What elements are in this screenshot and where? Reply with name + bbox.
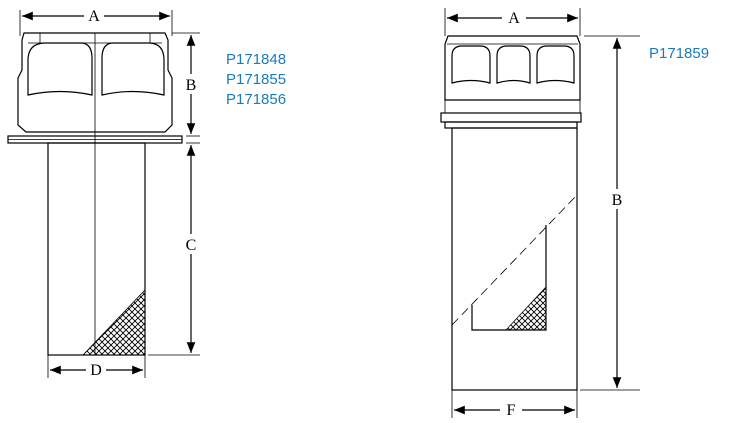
right-dimension-a: A [508, 10, 520, 27]
right-tube [451, 127, 578, 391]
left-dimension-d: D [90, 362, 102, 379]
left-cap-lobe-right [101, 42, 165, 96]
left-cap [17, 32, 173, 133]
left-filter-drawing: A B C D [7, 8, 200, 379]
left-mesh [82, 289, 146, 356]
right-dimension-f: F [507, 402, 516, 419]
left-dimension-a: A [88, 8, 100, 25]
right-dimension-b: B [612, 192, 623, 209]
right-collar [440, 112, 582, 123]
right-mesh [505, 285, 547, 331]
left-part-number-3: P171856 [226, 91, 286, 108]
left-part-number-1: P171848 [226, 51, 286, 68]
left-part-number-2: P171855 [226, 71, 286, 88]
right-part-number-1: P171859 [649, 45, 709, 62]
right-filter-drawing: A B F [440, 8, 640, 419]
left-cap-lobe-left [27, 42, 93, 96]
left-dimension-c: C [186, 237, 197, 254]
left-dimension-b: B [186, 77, 197, 94]
